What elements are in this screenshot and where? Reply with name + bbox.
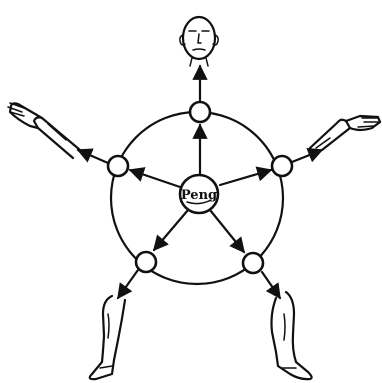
spoke-lower-left [154, 210, 188, 250]
left-leg-icon [90, 296, 125, 379]
spoke-left [130, 170, 180, 187]
spoke-lower-right [210, 210, 244, 252]
arrow-to-left-arm [78, 150, 108, 163]
node-lower-right [243, 253, 263, 273]
node-lower-left [136, 252, 156, 272]
arrow-to-right-leg [262, 272, 280, 298]
left-arm-icon [8, 103, 80, 158]
node-top [190, 102, 210, 122]
node-right [272, 156, 292, 176]
right-arm-icon [310, 116, 380, 150]
node-left [108, 156, 128, 176]
center-hub: Peng [180, 175, 218, 213]
head-icon [180, 17, 218, 66]
arrow-to-right-arm [292, 150, 322, 162]
arrow-to-left-leg [118, 270, 138, 298]
center-label: Peng [181, 188, 217, 203]
right-leg-icon [272, 292, 312, 379]
spoke-right [220, 170, 271, 185]
